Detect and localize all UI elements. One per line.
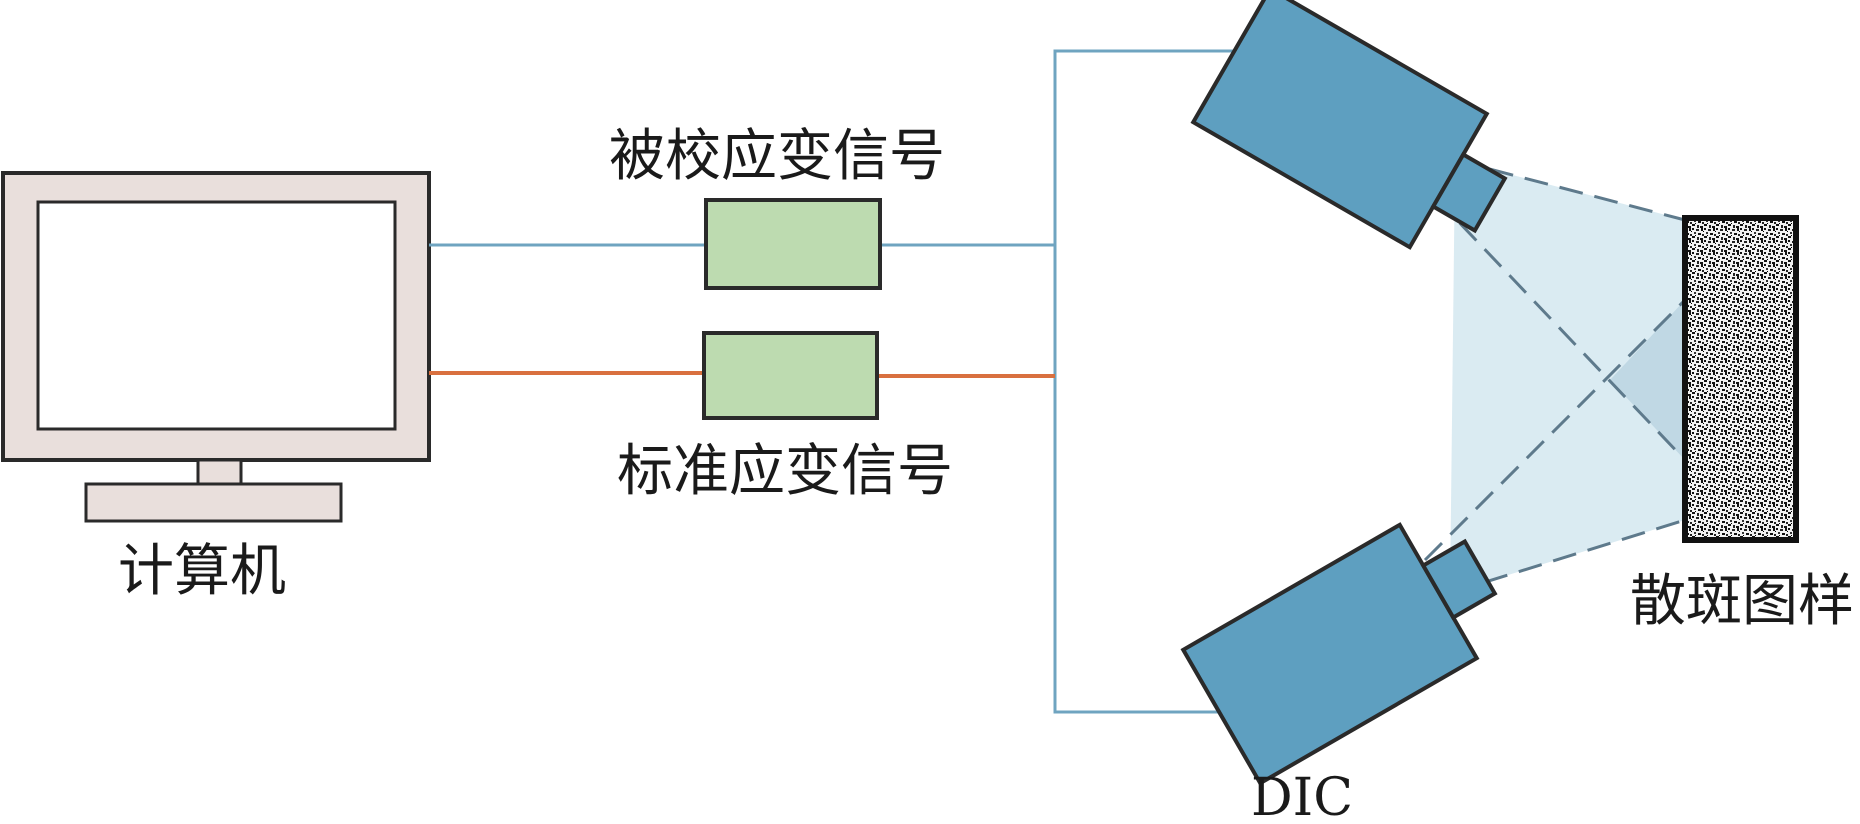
dic-label: DIC bbox=[1251, 768, 1353, 824]
monitor-icon bbox=[1, 171, 431, 523]
blue-signal-wiring bbox=[429, 49, 1240, 714]
monitor-screen bbox=[36, 200, 397, 431]
standard-signal-box bbox=[702, 331, 879, 420]
standard-signal-label: 标准应变信号 bbox=[617, 439, 953, 504]
camera-lens-top bbox=[1430, 151, 1508, 234]
calibrated-signal-box bbox=[704, 198, 882, 290]
speckle-pattern bbox=[1682, 215, 1799, 543]
camera-icon bbox=[1180, 522, 1498, 786]
orange-signal-wiring bbox=[429, 371, 1055, 378]
speckle-label: 散斑图样 bbox=[1630, 569, 1854, 634]
camera-icon bbox=[1190, 0, 1508, 250]
calibrated-signal-label: 被校应变信号 bbox=[609, 124, 945, 189]
camera-lens-bottom bbox=[1420, 538, 1498, 621]
monitor-base bbox=[84, 482, 343, 523]
computer-label: 计算机 bbox=[118, 539, 286, 604]
monitor-neck bbox=[196, 458, 243, 486]
